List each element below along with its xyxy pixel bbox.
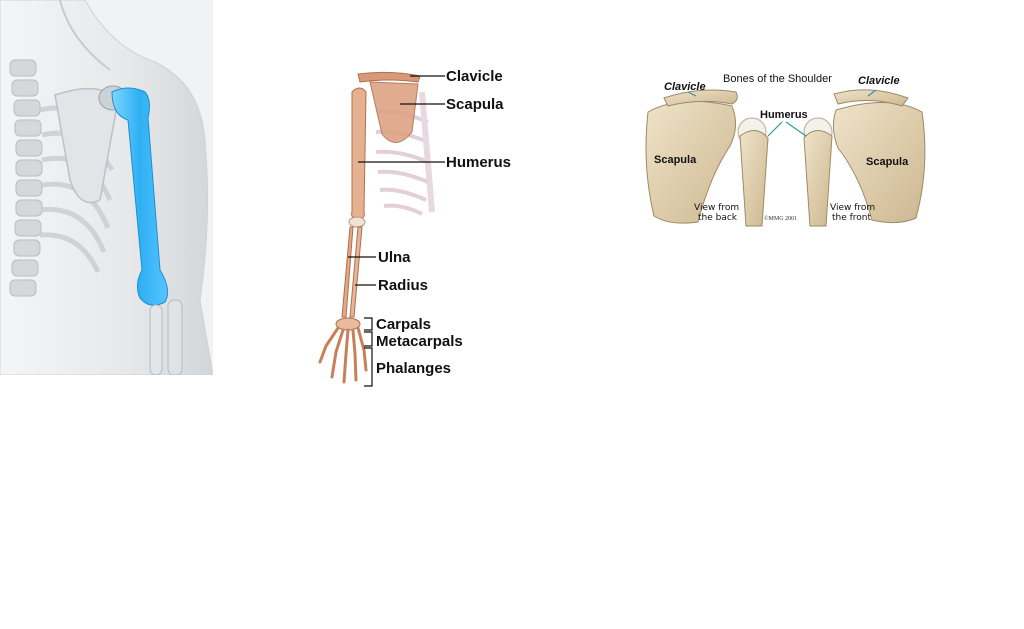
label-view-back-2: the back bbox=[698, 213, 738, 223]
label-scapula-back: Scapula bbox=[654, 154, 697, 166]
humerus-front bbox=[803, 130, 833, 227]
label-view-back-1: View from bbox=[694, 203, 739, 213]
label-radius: Radius bbox=[378, 277, 428, 294]
label-humerus-shoulder: Humerus bbox=[760, 109, 808, 121]
clavicle-bone bbox=[357, 71, 421, 83]
shoulder-title: Bones of the Shoulder bbox=[723, 73, 832, 85]
label-view-front-1: View from bbox=[830, 203, 875, 213]
ulna-bone bbox=[341, 226, 354, 318]
torso-xray-svg bbox=[0, 0, 213, 375]
scapula-back bbox=[645, 100, 736, 224]
humerus-back bbox=[739, 130, 769, 227]
shoulder-bones-svg: Bones of the Shoulder Clavicle Clavicle … bbox=[645, 73, 926, 227]
label-phalanges: Phalanges bbox=[376, 360, 451, 377]
arm-skeleton-diagram: Clavicle Scapula Humerus Ulna Radius Car… bbox=[300, 62, 530, 392]
label-view-front-2: the front bbox=[832, 213, 872, 223]
label-clavicle: Clavicle bbox=[446, 68, 503, 85]
label-clavicle-front: Clavicle bbox=[858, 75, 900, 87]
label-clavicle-back: Clavicle bbox=[664, 81, 706, 93]
clavicle-front bbox=[833, 89, 909, 107]
carpals-bones bbox=[335, 317, 361, 331]
scapula-shape bbox=[54, 87, 119, 204]
label-carpals: Carpals bbox=[376, 316, 431, 333]
scapula-front bbox=[832, 102, 926, 224]
label-ulna: Ulna bbox=[378, 249, 411, 266]
arm-skeleton-svg: Clavicle Scapula Humerus Ulna Radius Car… bbox=[318, 68, 511, 387]
shoulder-bones-diagram: Bones of the Shoulder Clavicle Clavicle … bbox=[640, 66, 930, 232]
spine bbox=[9, 59, 43, 297]
radius-bone bbox=[349, 226, 363, 318]
torso-xray-illustration bbox=[0, 0, 213, 375]
label-humerus: Humerus bbox=[446, 154, 511, 171]
hand-bones bbox=[318, 326, 368, 384]
label-scapula: Scapula bbox=[446, 96, 504, 113]
scapula-bone bbox=[369, 81, 419, 143]
label-scapula-front: Scapula bbox=[866, 156, 909, 168]
humerus-bone bbox=[351, 87, 367, 221]
copyright-text: ©MMG 2001 bbox=[764, 215, 797, 222]
humerus-highlight bbox=[111, 87, 169, 306]
clavicle-back bbox=[663, 89, 738, 107]
label-metacarpals: Metacarpals bbox=[376, 333, 463, 350]
